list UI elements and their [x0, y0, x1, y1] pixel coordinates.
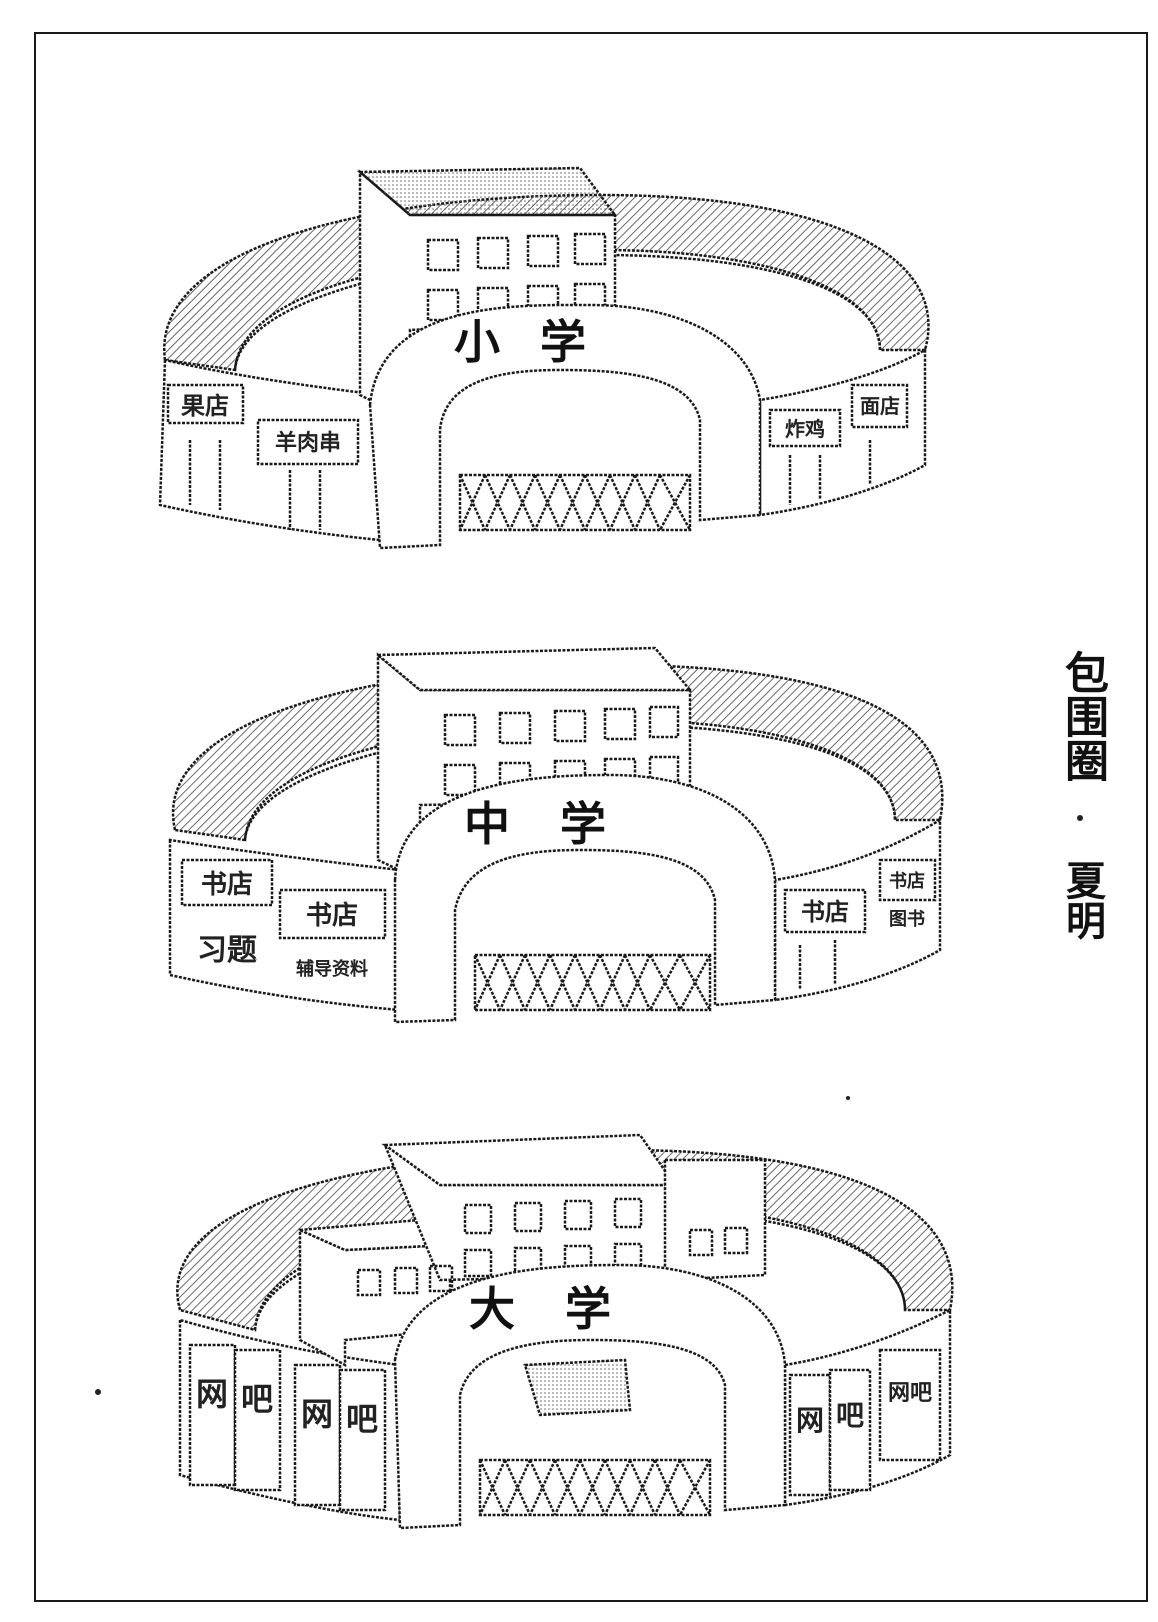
shop-sub-label: 辅导资料 — [296, 958, 368, 980]
shop-sign — [878, 858, 937, 902]
ink-dot — [95, 1389, 101, 1395]
inner-building — [523, 1358, 632, 1417]
scene-university: 网 吧 网 吧 网 吧 网吧 大学 — [176, 1133, 954, 1530]
ink-dot — [846, 1096, 850, 1100]
scene-middle-school: 书店 书店 习题 辅导资料 书店 书店 图书 中学 — [168, 646, 944, 1024]
shop-sign-label: 吧 — [241, 1380, 273, 1418]
shop-sign-label: 网 — [196, 1375, 228, 1413]
border-frame — [34, 32, 1148, 1602]
shop-sign-label: 网吧 — [888, 1381, 932, 1406]
comic-author-text: 夏明 — [1059, 860, 1105, 940]
shop-sign-label: 吧 — [836, 1399, 864, 1432]
shop-sign-label: 炸鸡 — [785, 417, 825, 441]
shop-panel — [338, 1368, 387, 1512]
shop-sub-label: 图书 — [889, 909, 925, 930]
shop-panel — [293, 1363, 342, 1507]
shop-panel — [188, 1343, 237, 1487]
shop-sign — [783, 888, 867, 934]
shop-sign-label: 网 — [796, 1404, 824, 1437]
shop-sign — [166, 383, 245, 425]
school-name: 中学 — [464, 797, 656, 851]
comic-title-text: 包围圈 — [1057, 650, 1108, 782]
shop-sign — [850, 383, 909, 429]
comic-title: 包围圈 — [1052, 650, 1112, 793]
shop-sign-label: 面店 — [860, 394, 900, 418]
comic-author: 夏明 — [1052, 860, 1112, 953]
school-building-right — [663, 1158, 767, 1282]
sliding-gate — [473, 953, 712, 1012]
shop-sign-label: 羊肉串 — [275, 430, 341, 456]
shop-sign-label: 吧 — [346, 1400, 378, 1438]
shop-sign-label: 网 — [301, 1395, 333, 1433]
shop-panel — [828, 1368, 872, 1492]
ring-wall-rim — [163, 193, 930, 372]
shop-sign — [278, 888, 387, 940]
shop-panel — [878, 1348, 942, 1462]
school-arch-gate — [368, 303, 762, 550]
shop-sign — [768, 408, 842, 448]
school-arch-gate — [393, 773, 777, 1024]
shop-sign-label: 书店 — [306, 901, 358, 931]
ring-wall-inner — [253, 1208, 907, 1331]
shop-sub-label: 习题 — [197, 933, 257, 968]
separator-dot — [1077, 815, 1083, 821]
school-name: 大学 — [469, 1282, 661, 1336]
shop-sign-label: 果店 — [181, 392, 229, 420]
shop-sign-label: 书店 — [801, 898, 849, 926]
shop-sign-label: 书店 — [201, 870, 253, 900]
scene-primary-school: 果店 羊肉串 炸鸡 面店 小学 — [158, 166, 930, 550]
shop-panel — [233, 1348, 282, 1492]
school-arch-gate — [393, 1263, 787, 1530]
shop-sign — [256, 418, 360, 466]
school-name: 小学 — [454, 315, 626, 369]
shop-sign — [180, 858, 274, 907]
shop-sign-label: 书店 — [889, 870, 925, 892]
